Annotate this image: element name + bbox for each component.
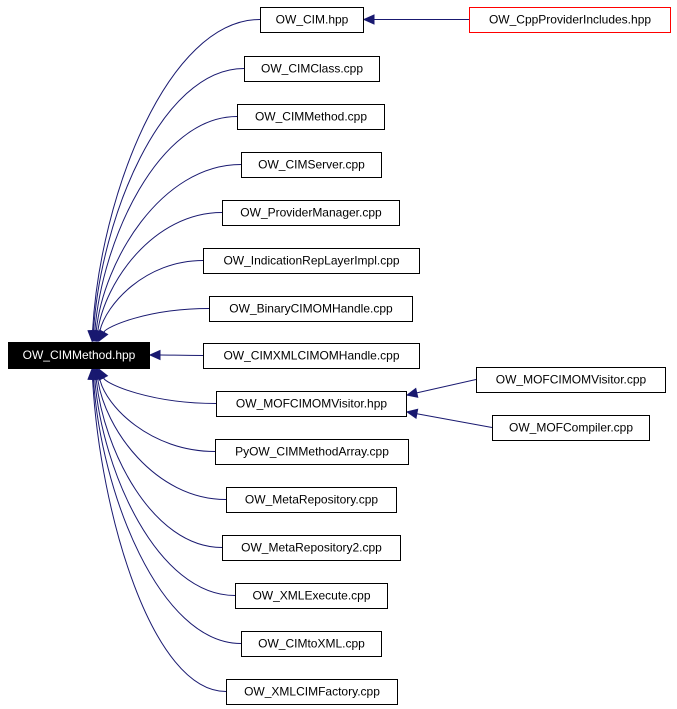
node-provider-manager[interactable]: OW_ProviderManager.cpp xyxy=(222,200,400,226)
node-label: OW_CIMMethod.cpp xyxy=(255,110,367,124)
node-meta-repository2[interactable]: OW_MetaRepository2.cpp xyxy=(222,535,401,561)
node-py-cimmethod-array[interactable]: PyOW_CIMMethodArray.cpp xyxy=(215,439,409,465)
node-cimxml-cimom[interactable]: OW_CIMXMLCIMOMHandle.cpp xyxy=(203,343,420,369)
node-label: OW_MOFCompiler.cpp xyxy=(509,421,633,435)
dependency-edge xyxy=(92,367,227,500)
node-label: OW_BinaryCIMOMHandle.cpp xyxy=(229,302,393,316)
node-label: OW_XMLCIMFactory.cpp xyxy=(244,685,380,699)
dependency-edge xyxy=(405,408,493,428)
dependency-edge xyxy=(98,308,210,343)
dependency-edge xyxy=(148,349,204,361)
dependency-edge xyxy=(92,212,223,343)
node-label: OW_MOFCIMOMVisitor.cpp xyxy=(496,373,647,387)
dependency-edge xyxy=(87,19,261,343)
dependency-edge xyxy=(94,367,216,452)
node-cpp-provider-includes[interactable]: OW_CppProviderIncludes.hpp xyxy=(469,7,671,33)
node-label: OW_MOFCIMOMVisitor.hpp xyxy=(236,397,387,411)
node-root[interactable]: OW_CIMMethod.hpp xyxy=(8,342,150,369)
dependency-edge xyxy=(98,367,217,404)
node-mofcimom-visitor-hpp[interactable]: OW_MOFCIMOMVisitor.hpp xyxy=(216,391,407,417)
node-label: OW_MetaRepository2.cpp xyxy=(241,541,382,555)
dependency-edge xyxy=(362,14,469,25)
node-label: OW_CIMtoXML.cpp xyxy=(258,637,365,651)
node-meta-repository[interactable]: OW_MetaRepository.cpp xyxy=(226,487,397,513)
node-label: OW_ProviderManager.cpp xyxy=(240,206,382,220)
node-indication-rep[interactable]: OW_IndicationRepLayerImpl.cpp xyxy=(203,248,420,274)
node-label: OW_CIMMethod.hpp xyxy=(23,348,136,362)
node-mofcimom-visitor-cpp[interactable]: OW_MOFCIMOMVisitor.cpp xyxy=(476,367,666,393)
node-label: OW_CIMServer.cpp xyxy=(258,158,365,172)
node-label: OW_CIMXMLCIMOMHandle.cpp xyxy=(223,349,399,363)
node-label: OW_CIMClass.cpp xyxy=(261,62,363,76)
node-xml-cim-factory[interactable]: OW_XMLCIMFactory.cpp xyxy=(226,679,398,705)
node-cim-hpp[interactable]: OW_CIM.hpp xyxy=(260,7,364,33)
node-binary-cimom[interactable]: OW_BinaryCIMOMHandle.cpp xyxy=(209,296,413,322)
node-xml-execute[interactable]: OW_XMLExecute.cpp xyxy=(235,583,388,609)
dependency-edge xyxy=(87,367,227,692)
node-cim-to-xml[interactable]: OW_CIMtoXML.cpp xyxy=(241,631,382,657)
node-label: OW_CIM.hpp xyxy=(276,13,349,27)
dependency-edge xyxy=(405,379,477,398)
node-mof-compiler[interactable]: OW_MOFCompiler.cpp xyxy=(492,415,650,441)
node-label: OW_IndicationRepLayerImpl.cpp xyxy=(223,254,399,268)
node-label: OW_MetaRepository.cpp xyxy=(245,493,378,507)
node-label: OW_CppProviderIncludes.hpp xyxy=(489,13,651,27)
node-label: PyOW_CIMMethodArray.cpp xyxy=(235,445,389,459)
node-label: OW_XMLExecute.cpp xyxy=(252,589,370,603)
node-cimclass[interactable]: OW_CIMClass.cpp xyxy=(244,56,380,82)
node-cimserver[interactable]: OW_CIMServer.cpp xyxy=(241,152,382,178)
node-cimmethod-cpp[interactable]: OW_CIMMethod.cpp xyxy=(237,104,385,130)
